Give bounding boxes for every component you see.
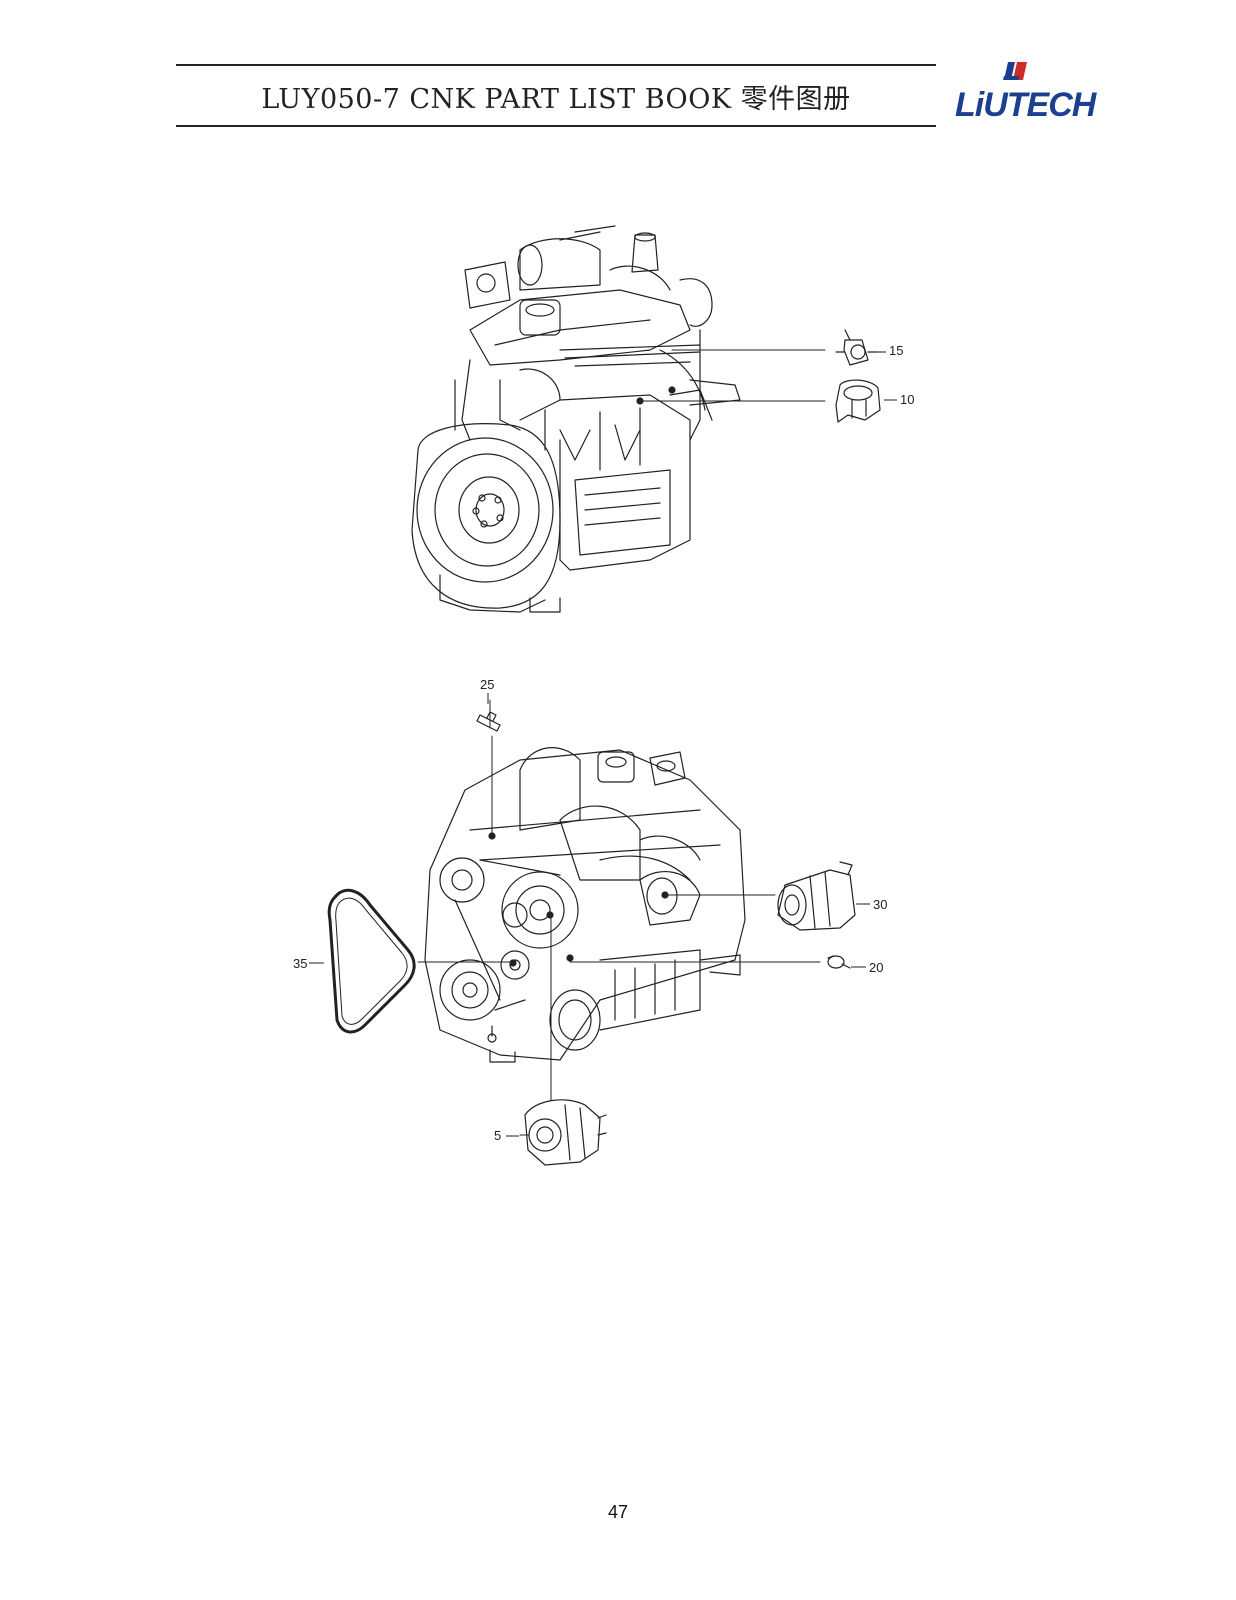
logo-mark-icon: [1003, 62, 1027, 80]
callout-5: 5: [494, 1128, 502, 1143]
engine-view-rear-drawing: [411, 225, 881, 613]
callout-35: 35: [293, 956, 308, 971]
header-rule-top: [176, 64, 936, 66]
page-title: LUY050-7 CNK PART LIST BOOK 零件图册: [261, 84, 851, 115]
callout-10: 10: [900, 392, 915, 407]
callout-25: 25: [480, 677, 495, 692]
callout-30: 30: [873, 897, 888, 912]
liutech-logo: LiUTECH: [955, 58, 1105, 128]
callout-15: 15: [889, 343, 904, 358]
logo-wordmark: LiUTECH: [955, 86, 1098, 124]
callout-20: 20: [869, 960, 884, 975]
header-rule-bottom: [176, 125, 936, 127]
engine-view-front-drawing: [327, 699, 856, 1166]
page-number: 47: [607, 1502, 629, 1522]
